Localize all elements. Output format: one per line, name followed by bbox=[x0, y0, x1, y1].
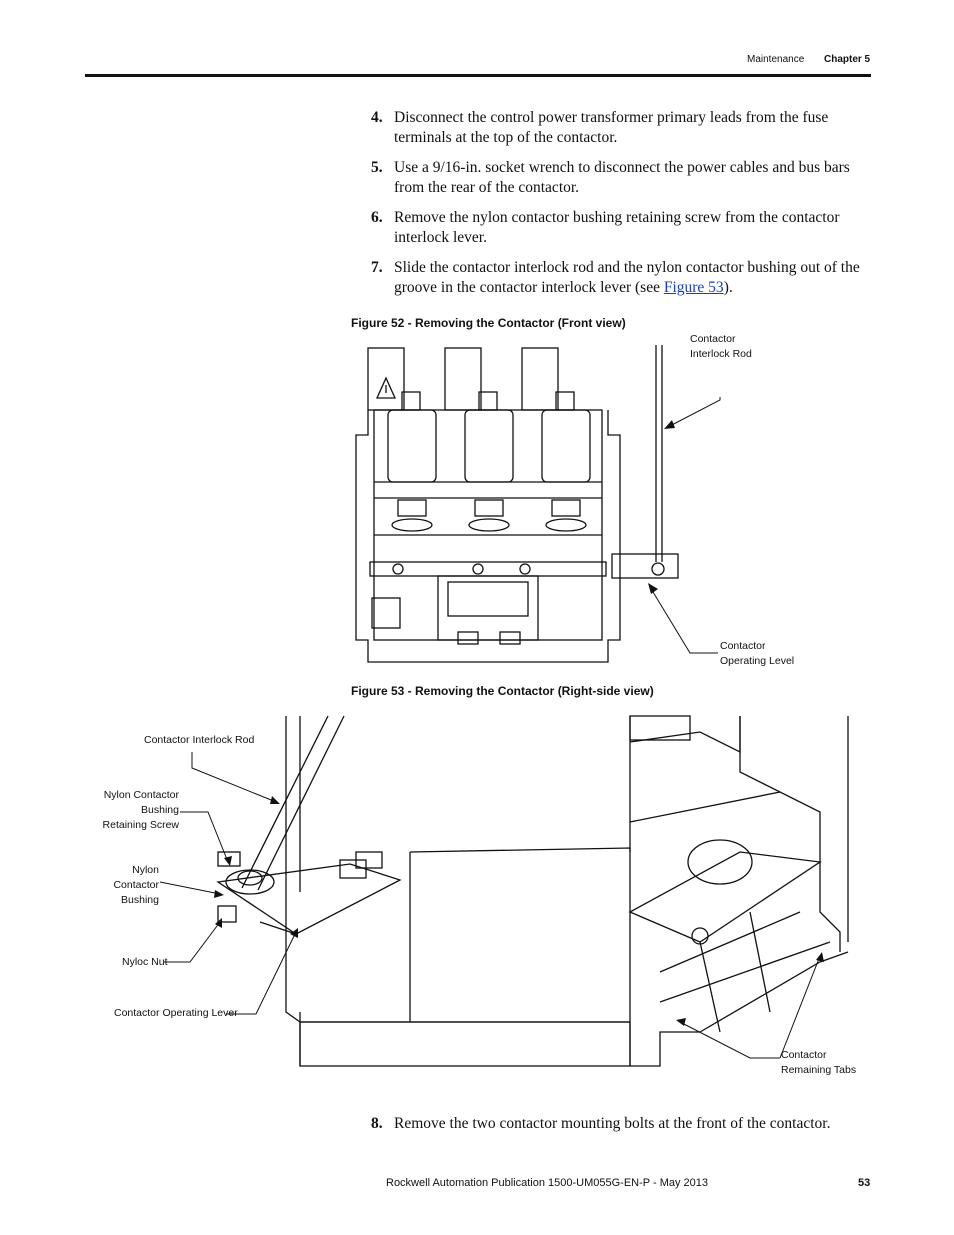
step-number: 7. bbox=[371, 259, 383, 276]
step-number: 8. bbox=[371, 1115, 383, 1132]
callout-contactor-remaining-tabs: Contactor Remaining Tabs bbox=[781, 1049, 857, 1076]
step-number: 6. bbox=[371, 209, 383, 226]
running-header-chapter: Chapter 5 bbox=[824, 54, 871, 65]
footer-publication: Rockwell Automation Publication 1500-UM0… bbox=[386, 1177, 709, 1189]
callout-nylon-contactor-bushing: Nylon Contactor Bushing bbox=[113, 864, 159, 906]
figure-53-caption: Figure 53 - Removing the Contactor (Righ… bbox=[351, 684, 654, 698]
callout-nyloc-nut: Nyloc Nut bbox=[122, 956, 168, 968]
step-number: 4. bbox=[371, 109, 383, 126]
callout-contactor-operating-level: Contactor Operating Level bbox=[720, 640, 795, 667]
header-rule bbox=[85, 74, 871, 77]
figure-53-link[interactable]: Figure 53 bbox=[663, 279, 724, 296]
step-text: Disconnect the control power transformer… bbox=[394, 109, 829, 146]
callout-contactor-interlock-rod: Contactor Interlock Rod bbox=[690, 333, 752, 360]
callout-contactor-operating-lever: Contactor Operating Lever bbox=[114, 1007, 238, 1019]
figure-52-front-view-drawing bbox=[355, 345, 721, 663]
step-number: 5. bbox=[371, 159, 383, 176]
callout-fig53-contactor-interlock-rod: Contactor Interlock Rod bbox=[144, 734, 255, 746]
step-text: Remove the nylon contactor bushing retai… bbox=[394, 209, 840, 246]
step-text-after: ). bbox=[723, 279, 733, 296]
running-header-section: Maintenance bbox=[747, 54, 805, 65]
step-text: Remove the two contactor mounting bolts … bbox=[394, 1115, 831, 1132]
step-text: Slide the contactor interlock rod and th… bbox=[394, 258, 874, 298]
step-text: Use a 9/16-in. socket wrench to disconne… bbox=[394, 159, 850, 196]
figure-53-side-view-drawing bbox=[159, 715, 849, 1067]
figure-52-caption: Figure 52 - Removing the Contactor (Fron… bbox=[351, 316, 626, 330]
step-text-before: Slide the contactor interlock rod and th… bbox=[394, 259, 860, 296]
page-number: 53 bbox=[858, 1177, 871, 1189]
callout-nylon-contactor-bushing-retaining-screw: Nylon Contactor Bushing Retaining Screw bbox=[102, 789, 179, 831]
